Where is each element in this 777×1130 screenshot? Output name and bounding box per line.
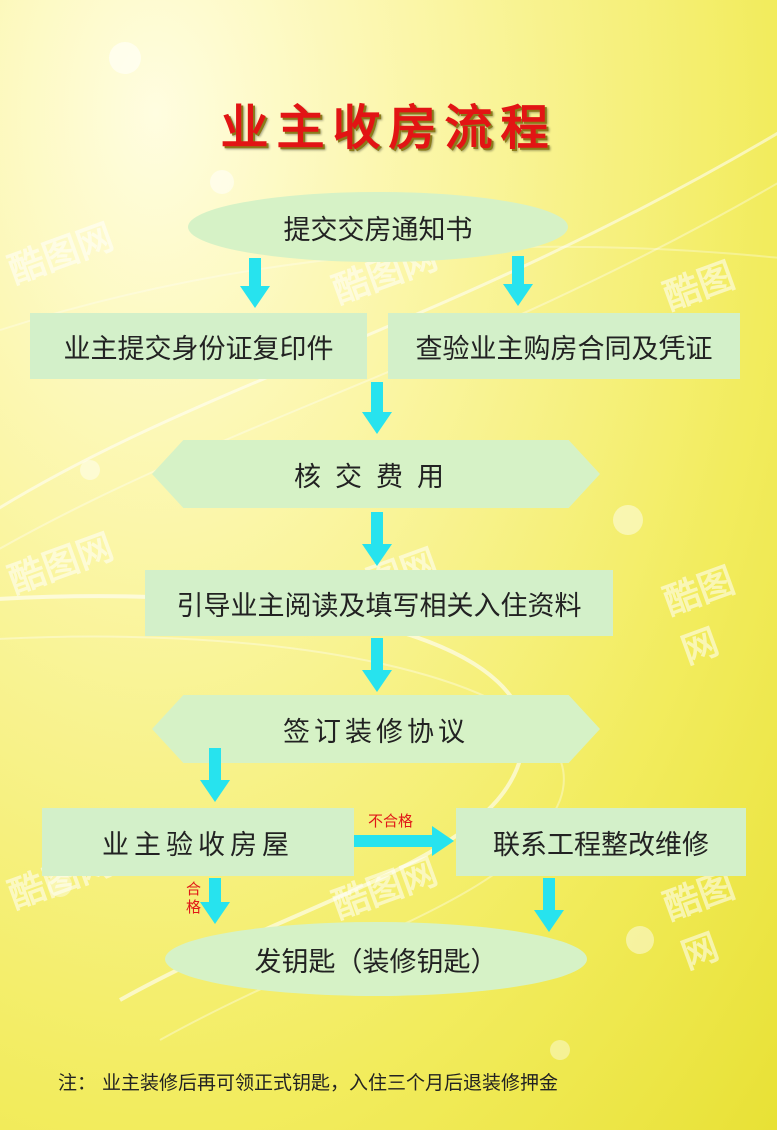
footer-note: 注： 业主装修后再可领正式钥匙，入住三个月后退装修押金 xyxy=(58,1072,559,1094)
node-check-contract: 查验业主购房合同及凭证 xyxy=(388,313,740,379)
node-guide-documents: 引导业主阅读及填写相关入住资料 xyxy=(145,570,613,636)
arrow-down xyxy=(200,878,230,924)
arrow-down xyxy=(534,878,564,932)
label-fail: 不合格 xyxy=(368,812,414,830)
node-owner-id-copy: 业主提交身份证复印件 xyxy=(30,313,367,379)
node-verify-fees: 核交费用 xyxy=(152,440,600,508)
node-issue-keys: 发钥匙（装修钥匙） xyxy=(165,922,587,996)
arrow-down xyxy=(362,382,392,434)
node-inspect-house: 业主验收房屋 xyxy=(42,808,354,876)
label-pass: 合格 xyxy=(186,880,202,916)
arrow-down xyxy=(200,748,230,802)
page-title: 业主收房流程 xyxy=(220,100,557,156)
arrow-down xyxy=(362,638,392,692)
node-submit-notice: 提交交房通知书 xyxy=(188,192,568,262)
arrow-down xyxy=(503,256,533,306)
arrow-down xyxy=(362,512,392,566)
arrow-right xyxy=(354,826,454,856)
node-contact-repair: 联系工程整改维修 xyxy=(456,808,746,876)
arrow-down xyxy=(240,258,270,308)
node-sign-agreement: 签订装修协议 xyxy=(152,695,600,763)
